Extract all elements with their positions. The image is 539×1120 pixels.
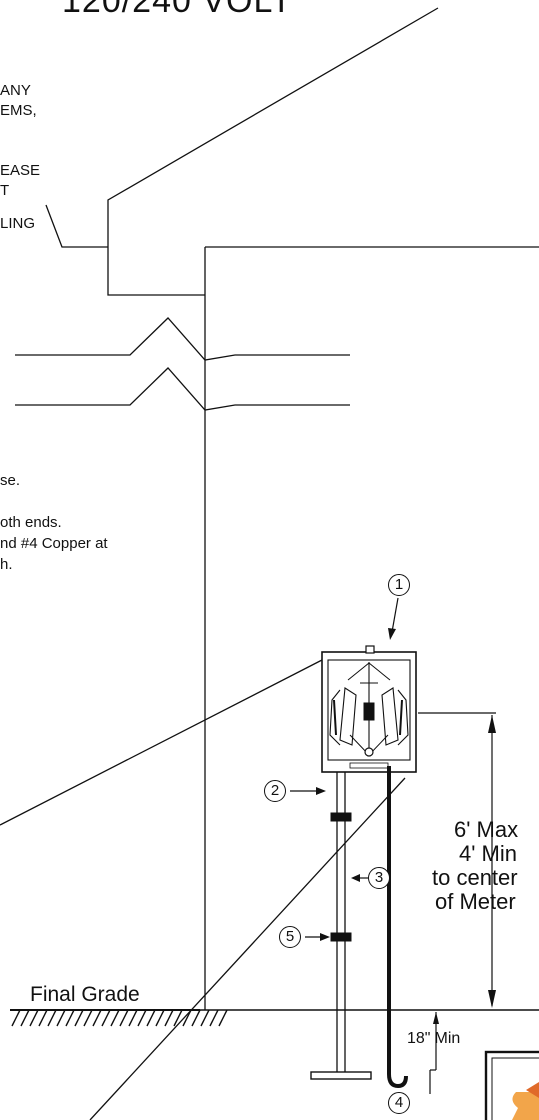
callout-3: 3 [368,867,390,889]
grade-hatch-mark [119,1009,129,1027]
grade-hatch-mark [200,1009,210,1027]
dimension-label-line-4: of Meter [435,889,516,914]
grade-hatch-mark [110,1009,120,1027]
grade-hatch-mark [182,1009,192,1027]
diagonal-line-lower [89,777,406,1120]
note-leader [45,204,108,248]
grade-hatch-mark [83,1009,93,1027]
dimension-label-line-3: to center [432,865,518,890]
break-line-top [15,317,350,361]
dimension-label-line-1: 6' Max [454,817,519,842]
grade-hatch-mark [29,1009,39,1027]
left-note-fragment: T [0,182,10,199]
grade-hatch-mark [164,1009,174,1027]
corner-frame [484,1050,539,1120]
roof-line [107,7,439,296]
ground-rod-plate [310,1071,372,1080]
grade-hatch-mark [137,1009,147,1027]
left-note-fragment: LING [0,215,36,232]
grade-hatch-mark [146,1009,156,1027]
lower-note-fragment: se. [0,472,21,489]
callout-4: 4 [388,1092,410,1114]
grade-hatch-mark [128,1009,138,1027]
diagram-title-fragment: 120/240 VOLT [62,0,293,20]
ground-conductor [310,772,372,1080]
dimension-label-line-2: 4' Min [459,841,517,866]
grade-hatch-mark [74,1009,84,1027]
grade-hatch-mark [56,1009,66,1027]
grade-hatch-mark [173,1009,183,1027]
grade-hatch-mark [218,1009,228,1027]
grade-hatch-mark [191,1009,201,1027]
grade-hatch-mark [65,1009,75,1027]
grade-hatch-mark [101,1009,111,1027]
callout-leaders [290,597,399,941]
dimension-line [418,712,496,1094]
left-note-fragment: ANY [0,82,31,99]
service-conduit [387,766,408,1089]
lower-note-fragment: oth ends. [0,514,62,531]
meter-base [321,645,417,773]
grade-hatch-mark [47,1009,57,1027]
grade-hatch-mark [155,1009,165,1027]
lower-note-fragment: h. [0,556,13,573]
callout-1: 1 [388,574,410,596]
final-grade-label: Final Grade [30,983,140,1006]
depth-label: 18"Min [407,1030,461,1047]
grade-hatch-mark [38,1009,48,1027]
callout-5: 5 [279,926,301,948]
grade-hatch-mark [92,1009,102,1027]
left-note-fragment: EMS, [0,102,37,119]
lower-note-fragment: nd #4 Copper at [0,535,108,552]
grade-hatch-mark [11,1009,21,1027]
diagonal-line-upper [0,659,323,826]
callout-2: 2 [264,780,286,802]
grade-hatch-mark [209,1009,219,1027]
left-note-fragment: EASE [0,162,41,179]
grade-hatch-mark [20,1009,30,1027]
break-line-bottom [15,367,350,411]
grade [10,1009,539,1027]
